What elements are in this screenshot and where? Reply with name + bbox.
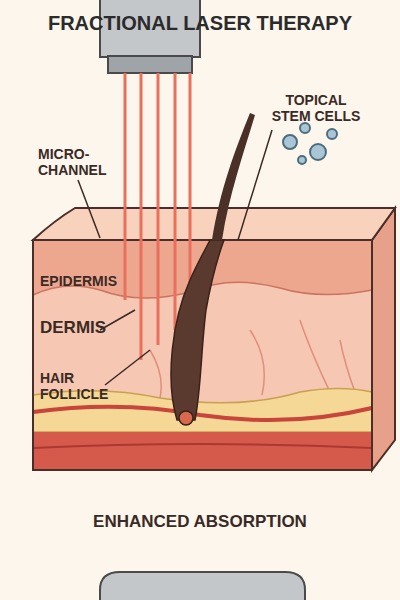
base-layer (33, 432, 372, 470)
part-label: HAIR FOLLICLE (40, 370, 110, 402)
blood-vessel (33, 407, 372, 420)
stem-cells (283, 123, 337, 164)
device-bottom (100, 572, 305, 600)
title: FRACTIONAL LASER THERAPY (0, 12, 400, 35)
dermis-layer (33, 240, 372, 470)
hair-follicle (171, 240, 224, 420)
part-label: MICRO- CHANNEL (38, 146, 116, 178)
caption: ENHANCED ABSORPTION (0, 512, 400, 532)
skin-side (372, 208, 395, 470)
part-label: EPIDERMIS (40, 273, 150, 289)
base-stripe (33, 444, 372, 448)
laser-tip (108, 56, 192, 73)
hair-shaft (212, 113, 255, 240)
part-label: DERMIS (40, 318, 150, 338)
part-label: TOPICAL STEM CELLS (268, 92, 364, 124)
skin-outline (33, 240, 372, 470)
follicle-bulb (179, 411, 193, 425)
leader-lines (78, 130, 272, 385)
